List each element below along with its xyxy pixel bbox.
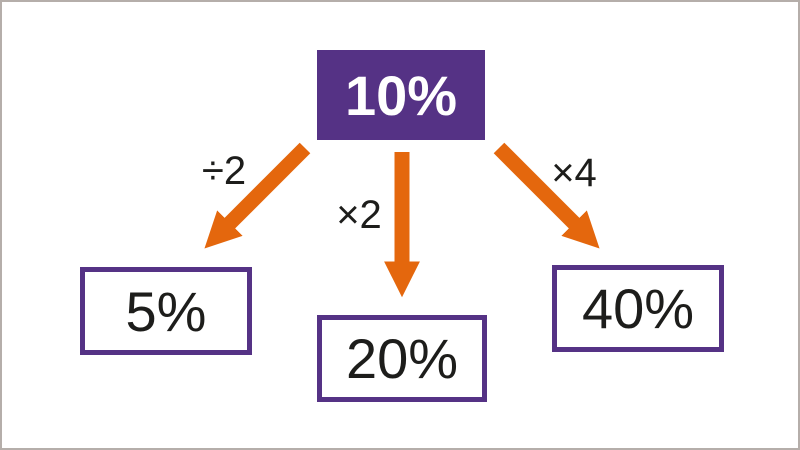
root-value-box: 10%	[317, 50, 485, 140]
result-box-20-percent: 20%	[317, 315, 487, 402]
result-box-5-percent: 5%	[80, 267, 252, 355]
root-value-label: 10%	[344, 63, 458, 127]
result-box-40-percent: 40%	[552, 265, 724, 352]
operation-label-times-4: ×4	[551, 150, 597, 195]
result-value-label: 5%	[125, 279, 207, 343]
result-value-label: 20%	[345, 327, 459, 390]
operation-label-times-2: ×2	[336, 192, 382, 237]
operation-label-divide-2: ÷2	[201, 148, 247, 193]
result-value-label: 40%	[581, 277, 695, 340]
